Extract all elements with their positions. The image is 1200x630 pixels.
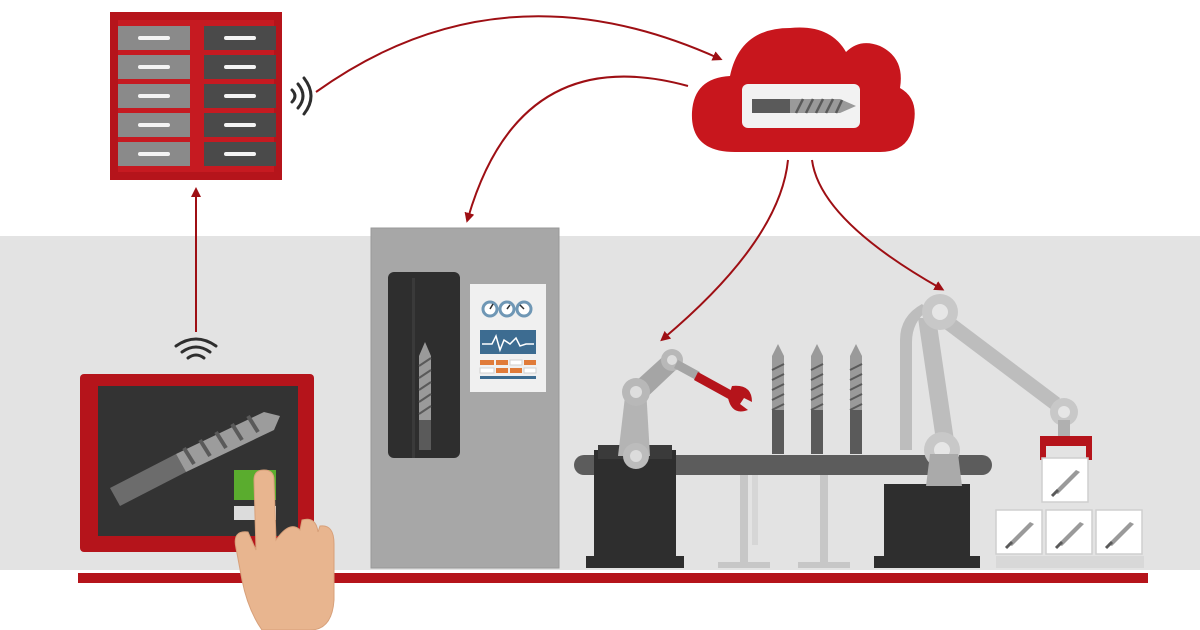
server-drawer [204, 84, 276, 108]
package-box [1095, 509, 1143, 555]
server-drawer [204, 55, 276, 79]
server-drawer [118, 84, 190, 108]
server-drawer [118, 55, 190, 79]
drill-bit-icon [418, 342, 432, 450]
floor-line [78, 573, 1148, 583]
gantry-robot-icon [874, 294, 1092, 568]
server-drawer [204, 113, 276, 137]
arrow-cloud-to-gantry [811, 159, 945, 291]
conveyor-belt-icon [574, 344, 992, 568]
server-drawer [204, 142, 276, 166]
server-rack-icon [110, 12, 282, 180]
arrow-cloud-to-robot [660, 159, 789, 342]
robot-arm-icon [586, 349, 752, 568]
server-drawer [118, 113, 190, 137]
wireless-signal-icon [174, 337, 218, 360]
drill-bit-icon [810, 344, 824, 454]
server-drawer [118, 26, 190, 50]
cnc-machine-icon [370, 227, 560, 569]
package-box [1041, 457, 1089, 503]
drill-bit-icon [110, 412, 280, 506]
package-box-icon [995, 457, 1144, 568]
package-box [995, 509, 1043, 555]
waveform-line [482, 333, 534, 353]
wrench-icon [694, 372, 752, 412]
status-indicators [479, 359, 537, 379]
arrow-cloud-to-cnc [464, 75, 689, 223]
package-box [1045, 509, 1093, 555]
drill-bit-icon [771, 344, 785, 454]
touch-tablet-icon[interactable] [80, 374, 314, 552]
drill-bit-icon [752, 98, 856, 114]
cloud-icon [691, 27, 915, 152]
drill-bit-icon [849, 344, 863, 454]
pointing-hand-icon [234, 469, 335, 630]
gauge-icon [481, 300, 533, 318]
arrow-server-to-cloud [315, 15, 723, 93]
wireless-signal-icon [290, 76, 313, 116]
control-panel-icon [470, 284, 546, 392]
server-drawer [204, 26, 276, 50]
server-drawer [118, 142, 190, 166]
